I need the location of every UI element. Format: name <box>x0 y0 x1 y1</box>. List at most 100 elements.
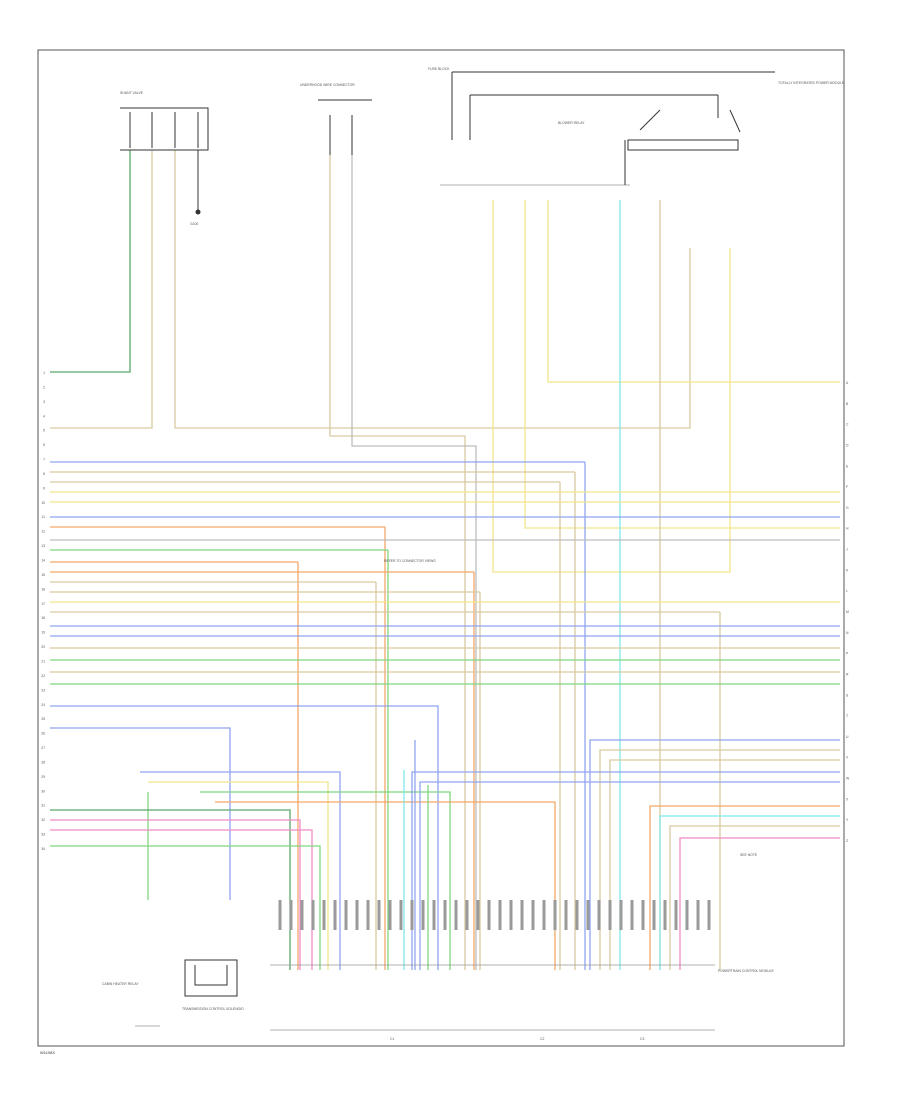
pin-label: 27 <box>41 746 45 750</box>
pin-label: 10 <box>41 501 45 505</box>
pin-stub <box>454 900 458 930</box>
pin-label: 24 <box>41 703 45 707</box>
shunt-valve-label: SHUNT VALVE <box>120 91 144 95</box>
pcm-note: SEE NOTE <box>740 853 758 857</box>
connector-c3: C3 <box>640 1037 644 1041</box>
pin-label: 7 <box>43 458 45 462</box>
pin-stub <box>630 900 634 930</box>
wire-underhood-2 <box>351 155 477 970</box>
diagram-border <box>37 49 845 1047</box>
wire-fuse-3 <box>547 200 840 383</box>
shunt-valve-connector: SHUNT VALVE G100 <box>120 91 209 226</box>
pin-stub <box>608 900 612 930</box>
pin-stub <box>487 900 491 930</box>
pin-label: E <box>846 464 849 468</box>
cabin-heater-label: CABIN HEATER RELAY <box>102 982 139 986</box>
pin-label: T <box>846 714 848 718</box>
pin-label: 18 <box>41 616 45 620</box>
pin-label: Y <box>846 818 849 822</box>
wire-low-4 <box>148 781 329 970</box>
pin-stub <box>377 900 381 930</box>
pin-stub <box>586 900 590 930</box>
left-pin-labels: 1234567891011121314151617181920212223242… <box>41 371 45 851</box>
wire-layer <box>50 150 840 970</box>
pin-label: S <box>846 693 849 697</box>
pin-label: B <box>846 402 849 406</box>
pin-label: R <box>846 672 849 676</box>
pin-label: 5 <box>43 429 45 433</box>
pin-stub <box>388 900 392 930</box>
pin-label: 11 <box>41 515 45 519</box>
connector-c1: C1 <box>390 1037 394 1041</box>
wire-right-3 <box>609 759 840 970</box>
wire-right-5 <box>419 781 840 970</box>
pin-label: 28 <box>41 760 45 764</box>
pin-stub <box>344 900 348 930</box>
pin-label: 33 <box>41 833 45 837</box>
pin-label: 4 <box>43 414 45 418</box>
pcm-connectors: C1 C2 C3 POWERTRAIN CONTROL MODULE SEE N… <box>270 853 774 1041</box>
pin-label: W <box>846 777 850 781</box>
pin-stub <box>289 900 293 930</box>
pin-label: 13 <box>41 544 45 548</box>
underhood-label: UNDERHOOD WIRE CONNECTOR <box>300 83 355 87</box>
pin-stub <box>399 900 403 930</box>
wire-right-7 <box>659 815 840 970</box>
pin-label: M <box>846 610 849 614</box>
pin-stub <box>597 900 601 930</box>
pin-stub <box>355 900 359 930</box>
wire-shunt-2 <box>50 150 153 429</box>
connector-note: REFER TO CONNECTOR VIEWS <box>384 559 436 563</box>
wire-shunt-3 <box>174 150 691 429</box>
pin-label: Z <box>846 839 848 843</box>
pin-label: V <box>846 756 849 760</box>
pin-stub <box>476 900 480 930</box>
wire-low-10 <box>50 829 313 970</box>
wire-right-1 <box>589 739 840 970</box>
pin-label: 2 <box>43 385 45 389</box>
bottom-left-components: CABIN HEATER RELAY TRANSMISSION CONTROL … <box>102 959 244 1027</box>
pin-stub <box>674 900 678 930</box>
wire-shunt-1 <box>50 150 131 373</box>
pin-stub <box>685 900 689 930</box>
pin-label: 26 <box>41 732 45 736</box>
pin-label: 16 <box>41 587 45 591</box>
pin-label: X <box>846 797 849 801</box>
pin-label: 23 <box>41 688 45 692</box>
wire-low-11 <box>50 845 321 970</box>
underhood-connector: UNDERHOOD WIRE CONNECTOR <box>300 83 372 155</box>
pin-stub <box>641 900 645 930</box>
pin-label: 3 <box>43 400 45 404</box>
pin-label: U <box>846 735 849 739</box>
pin-stub <box>696 900 700 930</box>
pin-stub <box>311 900 315 930</box>
blower-relay-label: BLOWER RELAY <box>558 121 585 125</box>
pin-stub <box>421 900 425 930</box>
wire-underhood-1 <box>329 155 466 970</box>
pin-stub <box>322 900 326 930</box>
pin-stub <box>333 900 337 930</box>
wire-low-6 <box>200 791 451 970</box>
pin-label: 29 <box>41 775 45 779</box>
pin-stub <box>575 900 579 930</box>
pin-stub <box>663 900 667 930</box>
pin-stub <box>509 900 513 930</box>
tipm-label: TOTALLY INTEGRATED POWER MODULE <box>778 81 845 85</box>
pin-label: 21 <box>41 659 45 663</box>
pin-label: 8 <box>43 472 45 476</box>
pin-stub <box>300 900 304 930</box>
pin-label: 1 <box>43 371 45 375</box>
pin-label: 17 <box>41 602 45 606</box>
pin-label: 25 <box>41 717 45 721</box>
pin-stub <box>410 900 414 930</box>
wire-low-2 <box>50 727 231 900</box>
pin-label: C <box>846 423 849 427</box>
pin-label: 32 <box>41 818 45 822</box>
pin-stub <box>366 900 370 930</box>
wire-low-9 <box>50 819 301 970</box>
wire-right-6 <box>649 805 840 970</box>
pin-stub <box>652 900 656 930</box>
fuse-block-label: FUSE BLOCK <box>428 67 450 71</box>
